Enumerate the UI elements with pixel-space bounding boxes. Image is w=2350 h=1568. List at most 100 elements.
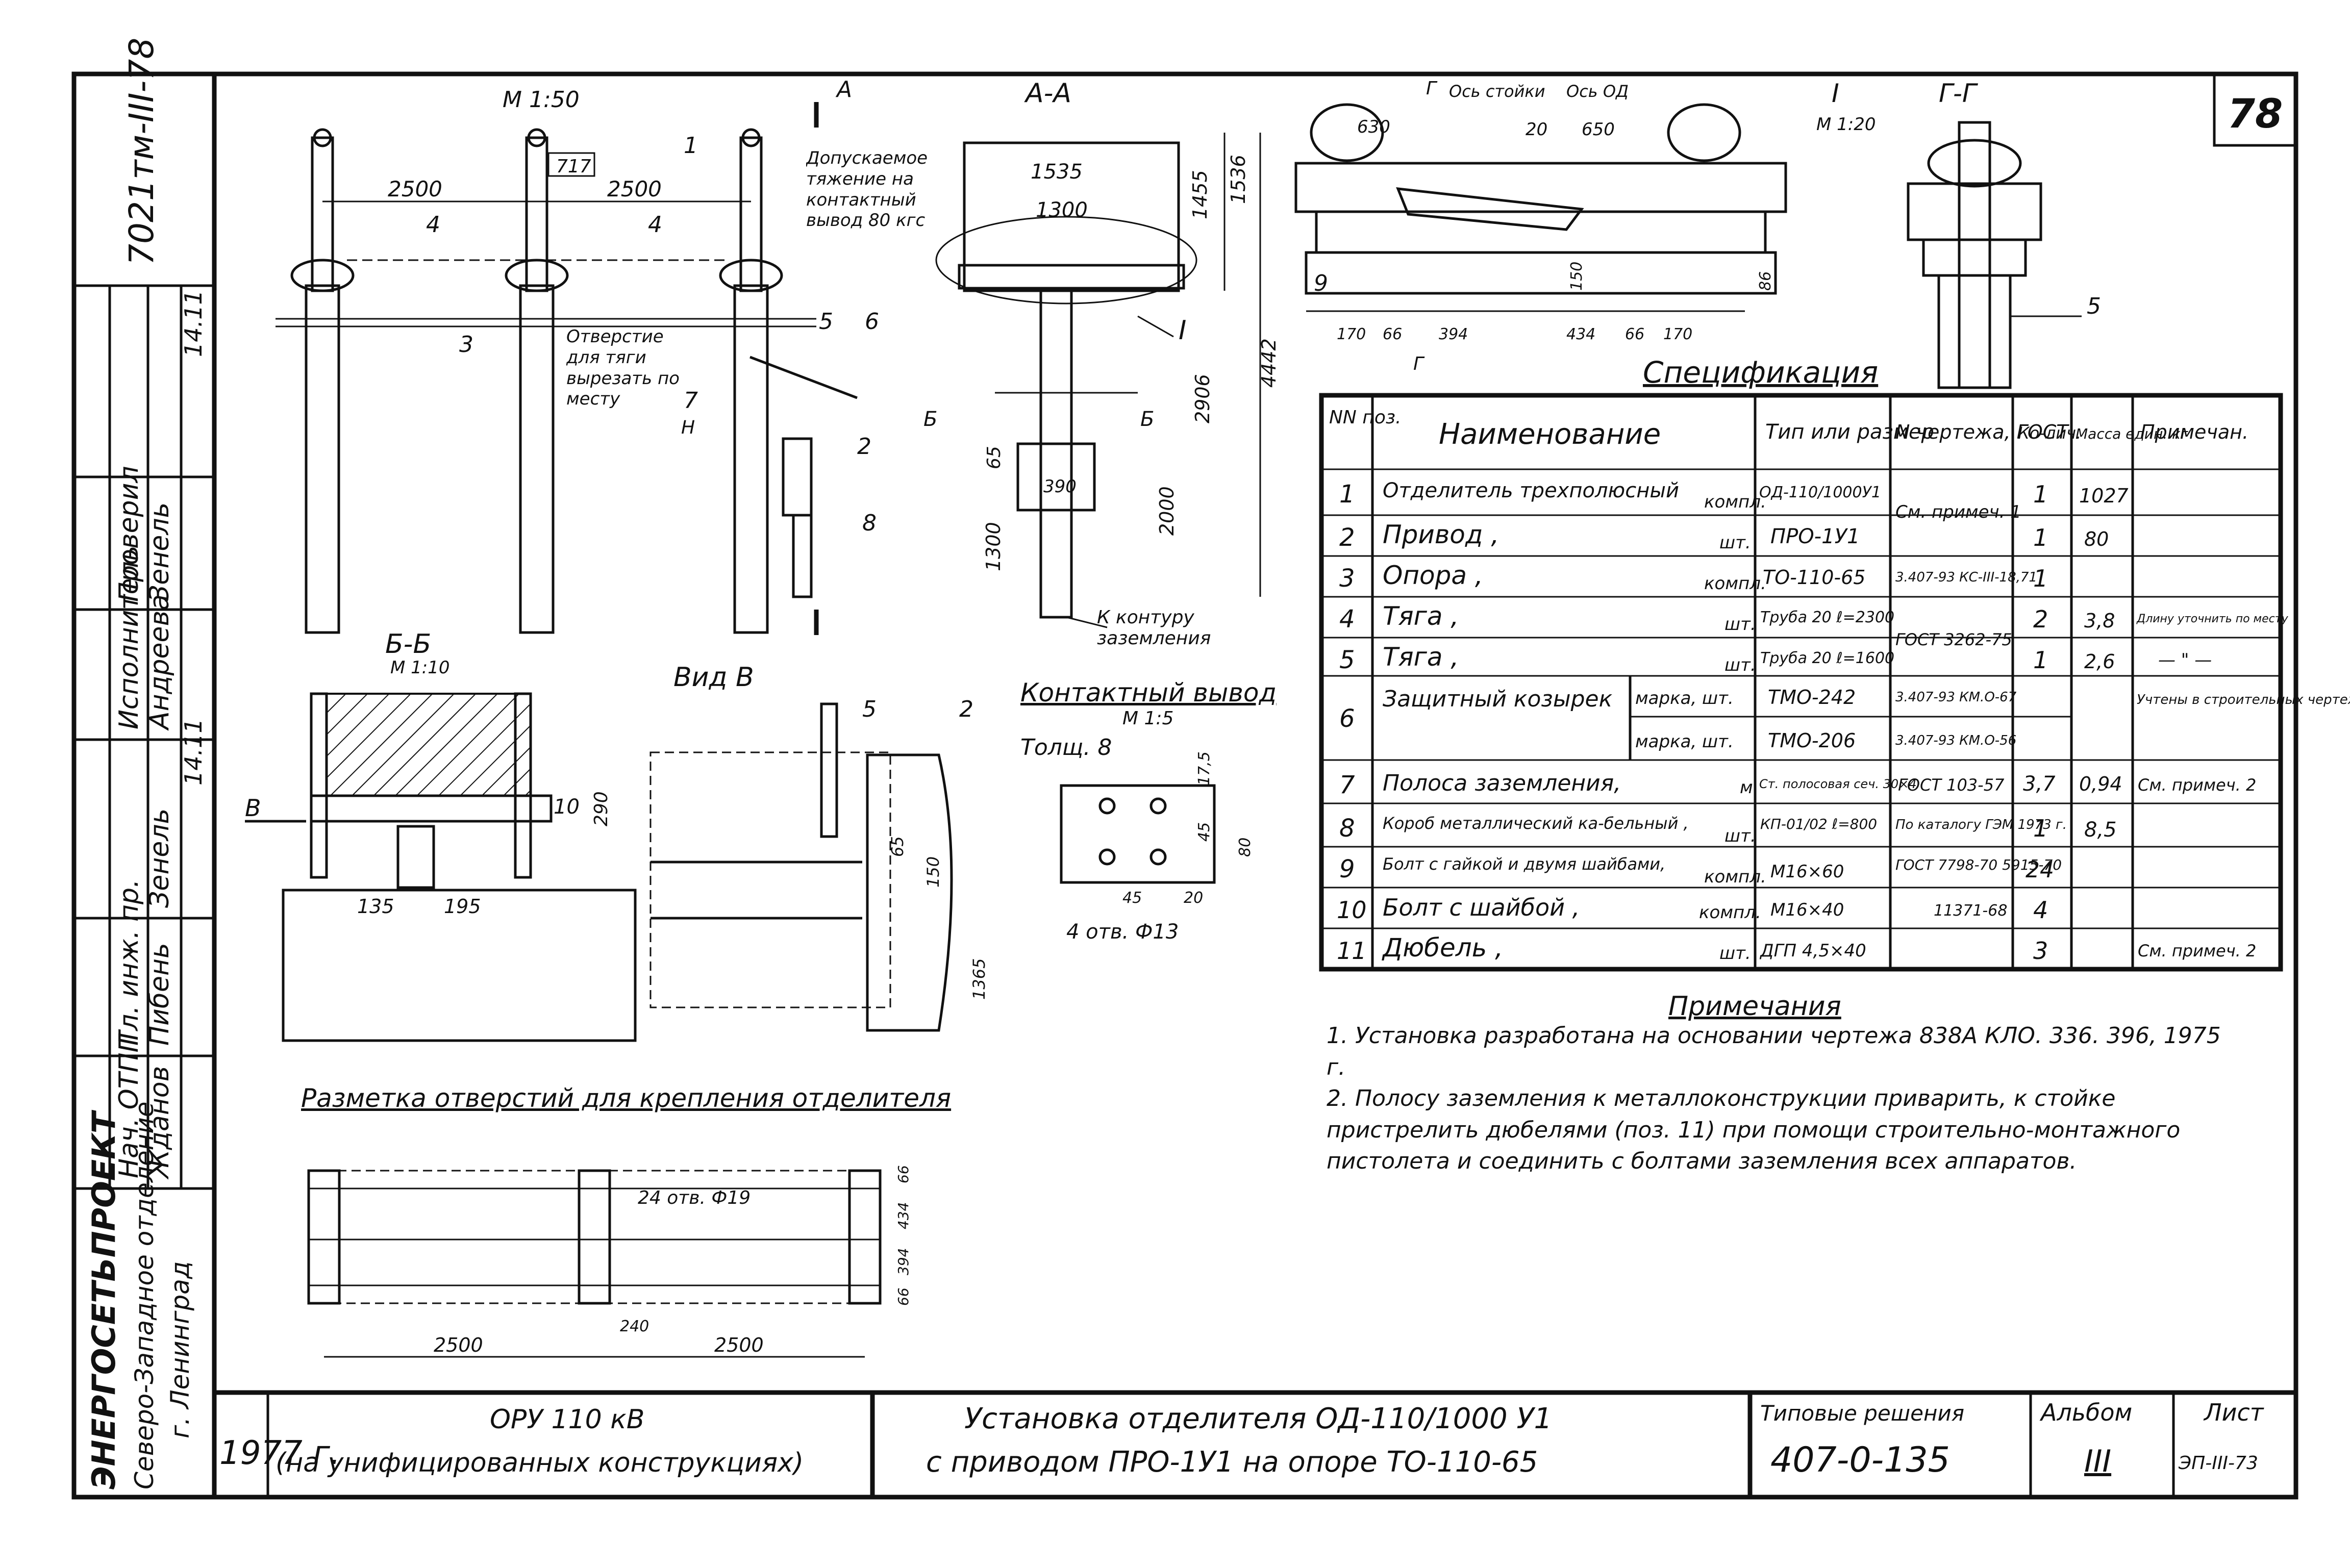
sheet-number: 78 xyxy=(2228,91,2283,137)
bb-dim-290: 290 xyxy=(591,791,612,826)
org-name: ЭНЕРГОСЕТЬПРОЕКТ xyxy=(85,1109,122,1489)
spec-r8-mass: 8,5 xyxy=(2084,818,2117,842)
det-dim-20: 20 xyxy=(1526,119,1547,140)
spec-r9-type: М16×60 xyxy=(1770,862,1844,882)
note-2: 2. Полосу заземления к металлоконструкци… xyxy=(1327,1085,2181,1175)
spec-r4-note: Длину уточнить по месту xyxy=(2136,613,2289,625)
elev-label-6: 6 xyxy=(865,309,879,335)
bb-label-10: 10 xyxy=(554,795,580,819)
vv-title: Вид В xyxy=(673,662,754,693)
ct-dim-45v: 45 xyxy=(1195,822,1213,842)
spec-h-qty: Ко-лич. xyxy=(2018,423,2081,443)
bb-scale: M 1:10 xyxy=(390,657,450,678)
elev-dim-2500-a: 2500 xyxy=(388,176,442,201)
ct-scale: M 1:5 xyxy=(1122,708,1173,729)
spec-r2-type: ПРО-1У1 xyxy=(1770,525,1860,548)
spec-r11-name: Дюбель , xyxy=(1382,933,1503,963)
spec-r7-type: Ст. полосовая сеч. 30×4 xyxy=(1759,777,1917,791)
tb-album-label: Альбом xyxy=(2039,1399,2132,1426)
spec-h-note: Примечан. xyxy=(2140,421,2248,443)
det-dim-394: 394 xyxy=(1439,325,1468,343)
spec-r8-unit: шт. xyxy=(1724,826,1756,846)
spec-r5-note: — " — xyxy=(2158,650,2212,670)
spec-r8-pos: 8 xyxy=(1339,814,1355,843)
spec-r9-name: Болт с гайкой и двумя шайбами, xyxy=(1383,854,1665,874)
role-isp: Исполнитель xyxy=(114,546,144,730)
spec-r8-type: КП-01/02 ℓ=800 xyxy=(1760,816,1877,832)
elev-label-1: 1 xyxy=(684,133,698,159)
ct-holes: 4 отв. Ф13 xyxy=(1066,920,1179,944)
spec-r7-gost: ГОСТ 103-57 xyxy=(1898,775,2005,795)
aa-dim-1455: 1455 xyxy=(1189,170,1211,219)
mk-dim-434: 434 xyxy=(895,1202,912,1229)
spec-r1-gost: См. примеч. 1 xyxy=(1895,502,2021,522)
contact-terminal: Контактный вывод M 1:5 Толщ. 8 4 отв. Ф1… xyxy=(1020,678,1277,944)
spec-r2-pos: 2 xyxy=(1339,523,1355,552)
spec-r5-type: Труба 20 ℓ=1600 xyxy=(1760,649,1894,667)
spec-r9-pos: 9 xyxy=(1339,855,1355,883)
org-city: г. Ленинград xyxy=(165,1261,195,1438)
mk-dim-66a: 66 xyxy=(895,1165,912,1183)
notes: Примечания 1. Установка разработана на о… xyxy=(1327,991,2221,1175)
spec-r1-name: Отделитель трехполюсный xyxy=(1383,479,1679,502)
spec-r4-type: Труба 20 ℓ=2300 xyxy=(1760,609,1894,626)
elev-label-3: 3 xyxy=(459,332,473,358)
spec-r3-qty: 1 xyxy=(2033,565,2048,592)
det-dim-66b: 66 xyxy=(1625,325,1644,343)
det-label-G2: Г xyxy=(1413,353,1425,374)
role-gi: Гл. инж. пр. xyxy=(114,879,144,1046)
tb-sheet-label: Лист xyxy=(2203,1399,2264,1426)
spec-r3-name: Опора , xyxy=(1383,561,1483,590)
spec-r1-qty: 1 xyxy=(2033,480,2048,508)
tb-year: 1977 г. xyxy=(219,1434,340,1472)
spec-r11-pos: 11 xyxy=(1337,937,1367,965)
aa-dim-1536: 1536 xyxy=(1227,155,1249,204)
left-panel: 7021тм-III-78 Нач. ОТПП Жданов Гл. инж. … xyxy=(74,38,214,1489)
spec-r4-mass: 3,8 xyxy=(2084,610,2115,632)
aa-dim-390: 390 xyxy=(1043,476,1077,497)
tb-album-value: III xyxy=(2084,1444,2111,1479)
mk-dim-394: 394 xyxy=(895,1248,912,1275)
spec-r10-unit: компл. xyxy=(1699,902,1761,923)
tb-typical-code: 407-0-135 xyxy=(1770,1440,1950,1480)
spec-r10-pos: 10 xyxy=(1337,896,1367,924)
elev-label-4b: 4 xyxy=(648,212,662,238)
spec-title: Спецификация xyxy=(1643,355,1878,390)
spec-h-pos: NN поз. xyxy=(1329,407,1401,428)
spec-r4-unit: шт. xyxy=(1724,614,1756,635)
aa-callout-I: I xyxy=(1179,315,1186,346)
spec-r10-name: Болт с шайбой , xyxy=(1383,894,1580,921)
spec-r9-unit: компл. xyxy=(1704,867,1766,887)
spec-r7-mass: 0,94 xyxy=(2079,773,2122,795)
spec-r1-type: ОД-110/1000У1 xyxy=(1759,484,1881,501)
spec-r6-note: Учтены в строительных чертежах xyxy=(2137,692,2350,707)
det-dim-150: 150 xyxy=(1568,262,1586,291)
vv-label-5: 5 xyxy=(862,696,877,722)
vv-dim-1365: 1365 xyxy=(969,958,989,1000)
tb-title-1: Установка отделителя ОД-110/1000 У1 xyxy=(964,1402,1552,1435)
hole-marking: Разметка отверстий для крепления отделит… xyxy=(301,1083,951,1358)
det-title: I xyxy=(1832,79,1839,108)
tb-object-1: ОРУ 110 кВ xyxy=(490,1404,644,1435)
role-name-gi: Пибень xyxy=(144,943,175,1046)
spec-r7-qty: 3,7 xyxy=(2023,772,2056,796)
elev-note-tension: Допускаемое тяжение на контактный вывод … xyxy=(806,148,928,231)
det-dim-66a: 66 xyxy=(1383,325,1402,343)
tb-object-2: (на унифицированных конструкциях) xyxy=(276,1448,804,1478)
ct-dim-80: 80 xyxy=(1236,838,1254,857)
elev-dim-717: 717 xyxy=(556,156,591,177)
spec-r6-gost: 3.407-93 КМ.О-67 xyxy=(1895,690,2017,705)
spec-r6-name: Защитный козырек xyxy=(1383,686,1613,712)
elev-note-hole: Отверстие для тяги вырезать по месту xyxy=(566,326,680,410)
det-dim-170b: 170 xyxy=(1663,325,1692,343)
gg-title: Г-Г xyxy=(1939,79,1979,108)
spec-r10-gost: 11371-68 xyxy=(1934,902,2007,920)
bb-dim-135: 135 xyxy=(357,895,394,918)
spec-r5-mass: 2,6 xyxy=(2084,650,2115,673)
spec-r11-type: ДГП 4,5×40 xyxy=(1759,941,1866,961)
elev-dim-2500-b: 2500 xyxy=(607,176,662,201)
spec-r5-name: Тяга , xyxy=(1383,642,1459,672)
bb-title: Б-Б xyxy=(385,629,431,660)
spec-h-mass: Масса един. кг xyxy=(2076,425,2188,442)
